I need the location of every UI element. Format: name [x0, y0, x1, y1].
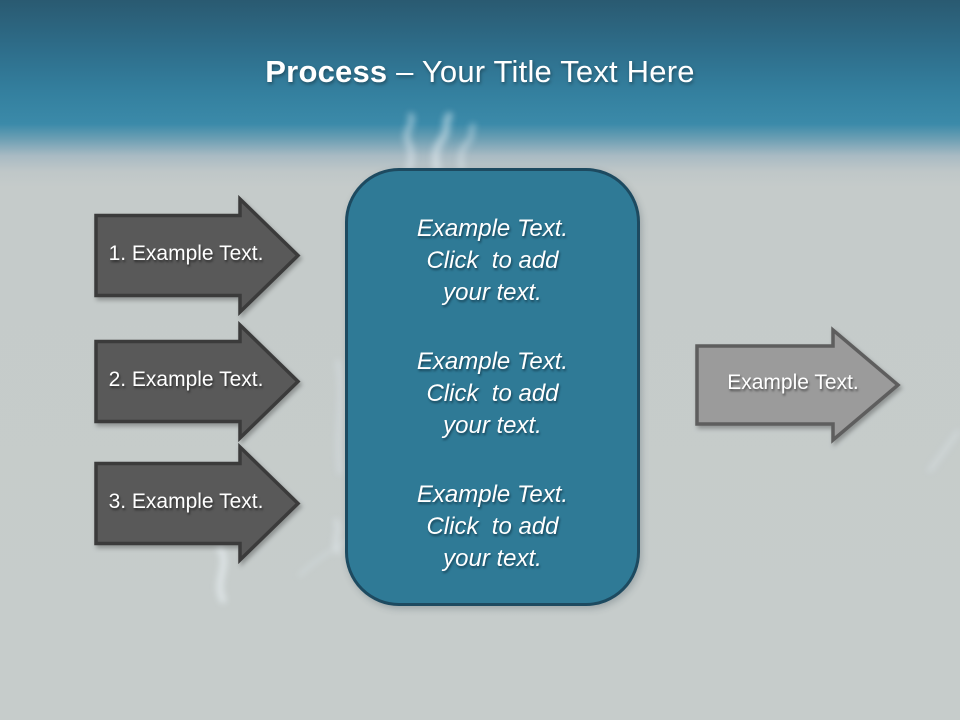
process-text-box[interactable]: Example Text. Click to add your text. Ex… [345, 168, 640, 606]
text-line: your text. [443, 545, 542, 572]
arrow-shape [94, 442, 301, 565]
text-line: Example Text. [416, 215, 569, 242]
process-arrow-1-label[interactable]: 1. Example Text. [108, 241, 264, 265]
text-block-3[interactable]: Example Text. Click to add your text. [417, 479, 568, 575]
text-line: Click to add [426, 513, 559, 540]
arrow-shape [94, 320, 301, 443]
slide-title[interactable]: Process – Your Title Text Here [0, 54, 960, 90]
text-line: Click to add [426, 380, 559, 407]
arrow-shape [695, 326, 901, 444]
process-arrow-2-label[interactable]: 2. Example Text. [108, 367, 264, 391]
process-arrow-3[interactable]: 3. Example Text. [94, 442, 301, 565]
process-arrow-3-label[interactable]: 3. Example Text. [108, 489, 264, 513]
process-arrow-1[interactable]: 1. Example Text. [94, 194, 301, 317]
text-block-2[interactable]: Example Text. Click to add your text. [417, 346, 568, 442]
text-line: your text. [443, 279, 542, 306]
process-arrow-output[interactable]: Example Text. [695, 326, 901, 444]
text-block-1[interactable]: Example Text. Click to add your text. [417, 213, 568, 309]
text-line: your text. [443, 412, 542, 439]
slide-title-emphasis: Process [265, 54, 388, 89]
process-arrow-output-label[interactable]: Example Text. [727, 371, 859, 394]
arrow-shape [94, 194, 301, 317]
process-arrow-2[interactable]: 2. Example Text. [94, 320, 301, 443]
text-line: Example Text. [416, 348, 569, 375]
text-line: Click to add [426, 247, 559, 274]
slide-title-text: – Your Title Text Here [396, 54, 695, 89]
text-line: Example Text. [416, 481, 569, 508]
